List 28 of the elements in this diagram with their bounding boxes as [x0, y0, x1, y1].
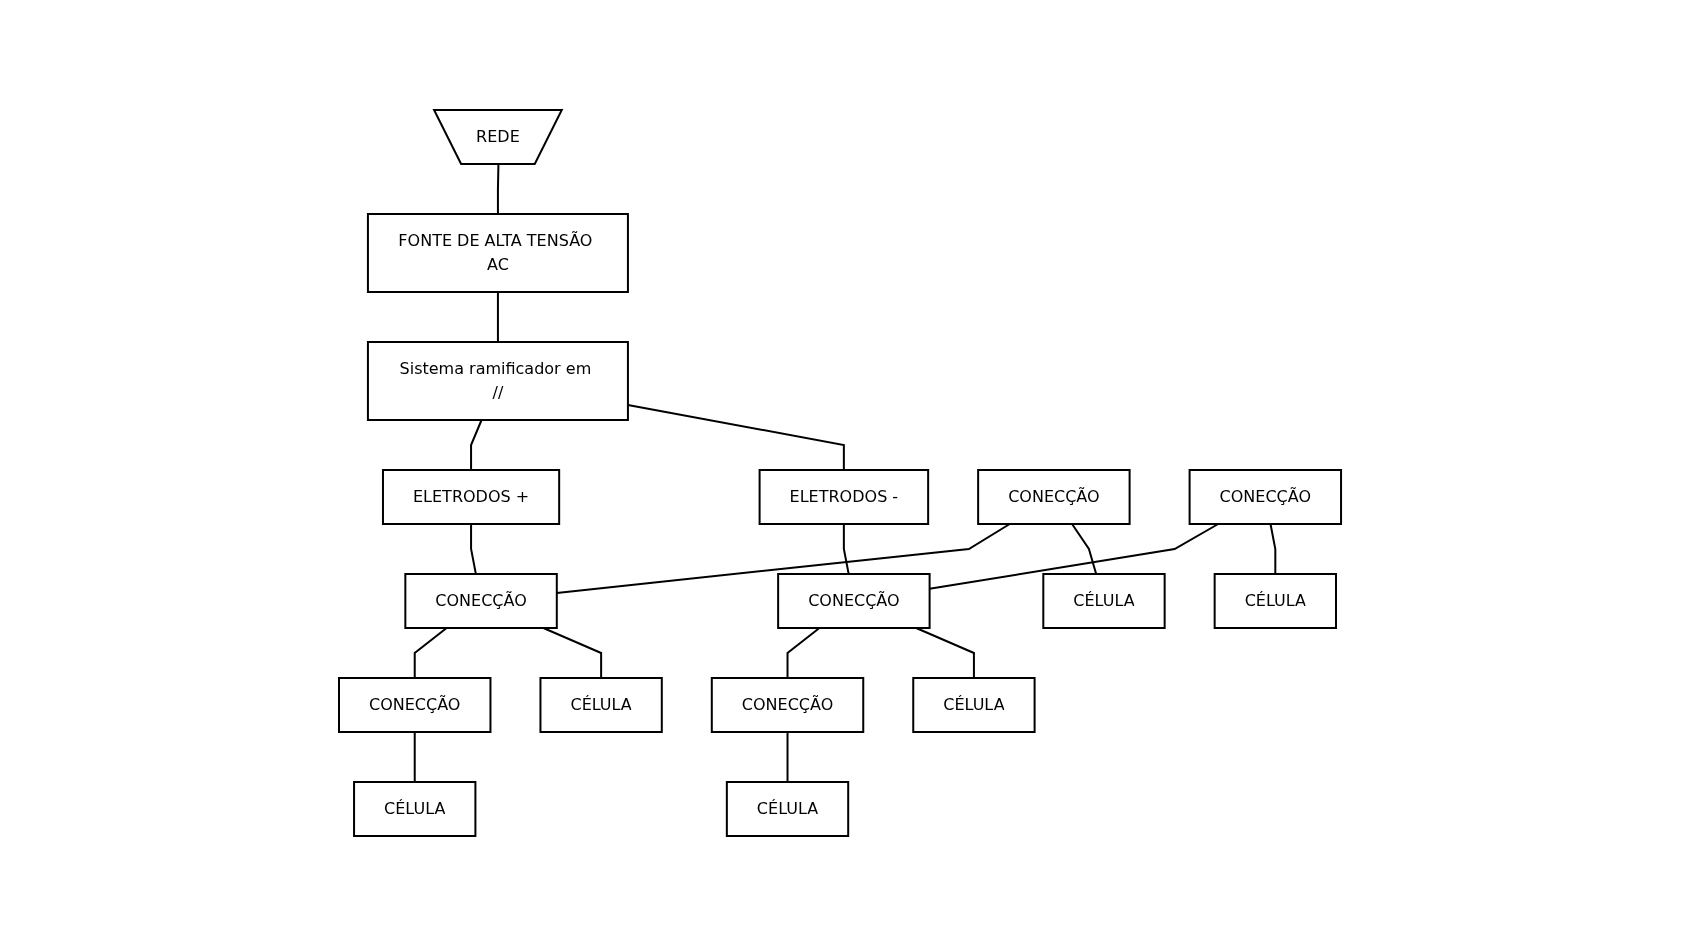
connector [470, 523, 478, 575]
node-box: CÉLULA [726, 781, 850, 837]
node-box: ELETRODOS - [759, 469, 930, 525]
node-box: CONECÇÃO [977, 469, 1132, 525]
connector [414, 731, 417, 783]
connector [1071, 523, 1098, 575]
node-box: CONECÇÃO [711, 677, 865, 733]
connector [843, 523, 851, 575]
connector [1270, 523, 1277, 575]
connector [787, 731, 789, 783]
connector [470, 419, 484, 471]
node-box: CONECÇÃO [338, 677, 492, 733]
node-box: CÉLULA [912, 677, 1037, 733]
node-box: Sistema ramificador em // [367, 341, 630, 421]
connector [915, 627, 976, 679]
node-box: CÉLULA [353, 781, 477, 837]
node-box: CONECÇÃO [777, 573, 932, 629]
node-box: CONECÇÃO [404, 573, 559, 629]
node-box: CÉLULA [1042, 573, 1167, 629]
node-box: ELETRODOS + [382, 469, 561, 525]
node-box: CÉLULA [539, 677, 664, 733]
node-box: CÉLULA [1214, 573, 1338, 629]
connector [497, 291, 500, 343]
connector [542, 627, 603, 679]
node-box: CONECÇÃO [1189, 469, 1343, 525]
connector [414, 627, 449, 679]
connector [787, 627, 821, 679]
node-box: FONTE DE ALTA TENSÃO AC [367, 213, 630, 293]
